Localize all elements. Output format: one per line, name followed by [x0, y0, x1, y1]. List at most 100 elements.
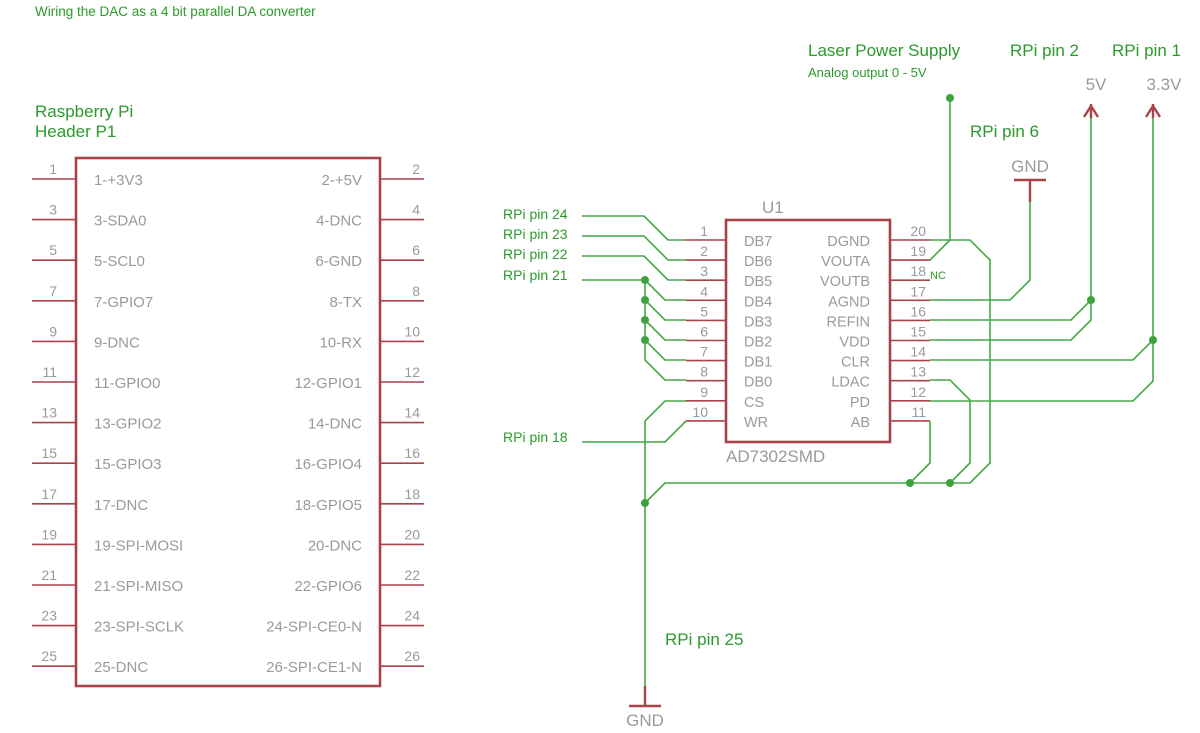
wire-rpi18-wr: [582, 420, 687, 443]
dac-pin-label: DB4: [744, 294, 772, 310]
dac-pin-number: 2: [700, 243, 708, 259]
rpi-pin-label: 12-GPIO1: [294, 375, 362, 392]
dac-pin-label: CLR: [841, 355, 870, 371]
rpi-pin-number: 19: [41, 526, 57, 542]
dac-pin-label: DB5: [744, 274, 772, 290]
rpi-pin-number: 21: [41, 567, 57, 583]
rpi-pin-label: 1-+3V3: [94, 172, 143, 189]
rpi-header-pins: 11-+3V333-SDA055-SCL077-GPIO799-DNC1111-…: [32, 161, 424, 676]
rpi-pin-label: 22-GPIO6: [294, 578, 362, 595]
dac-pin-label: LDAC: [831, 375, 870, 391]
junction-dot: [946, 479, 954, 487]
wire-ab-gnd: [909, 421, 931, 484]
rpi-pin-number: 15: [41, 445, 57, 461]
rpi-pin-label: 20-DNC: [308, 537, 362, 554]
net-label-rpi-pin-22: RPi pin 22: [503, 246, 568, 262]
dac-pin-number: 6: [700, 324, 708, 340]
wire-clr-3v3: [930, 339, 1154, 361]
schematic-title: Wiring the DAC as a 4 bit parallel DA co…: [35, 4, 316, 19]
rpi-pin-number: 1: [49, 161, 57, 177]
supply-5v-label: 5V: [1086, 75, 1107, 94]
dac-pin-label: CS: [744, 395, 764, 411]
nc-label: NC: [930, 270, 946, 282]
rpi-pin-label: 23-SPI-SCLK: [94, 619, 184, 636]
rpi-pin-label: 6-GND: [315, 253, 362, 270]
dac-pin-number: 16: [910, 303, 926, 319]
rpi-pin-label: 14-DNC: [308, 416, 362, 433]
rpi-pin-number: 14: [404, 405, 420, 421]
rpi-pin-number: 10: [404, 323, 420, 339]
junction-dot: [1149, 336, 1157, 344]
dac-pin-number: 13: [910, 364, 926, 380]
rpi-pin-number: 2: [412, 161, 420, 177]
rpi-pin-number: 6: [412, 242, 420, 258]
rpi-pin-number: 25: [41, 648, 57, 664]
rpi-pin-label: 15-GPIO3: [94, 456, 162, 473]
dac-pin-number: 15: [910, 324, 926, 340]
dac-pin-label: VDD: [839, 335, 870, 351]
dac-pin-number: 18: [910, 263, 926, 279]
wire-vouta-laser: [929, 98, 951, 261]
rpi-pin-label: 21-SPI-MISO: [94, 578, 183, 595]
arrow-up-icon: [1144, 103, 1162, 118]
net-label-rpi-pin-6: RPi pin 6: [970, 122, 1039, 141]
wire-cs-gnd: [644, 400, 686, 705]
dac-pin-label: REFIN: [827, 314, 871, 330]
wire-db4: [644, 279, 686, 301]
laser-output-terminal: [946, 94, 954, 102]
dac-pin-label: AGND: [828, 294, 870, 310]
wire-gnd-bus: [644, 239, 991, 504]
net-label-rpi-pin-1: RPi pin 1: [1112, 41, 1181, 60]
gnd-label-bottom: GND: [626, 711, 664, 730]
dac-pin-label: VOUTB: [820, 274, 870, 290]
rpi-pin-number: 20: [404, 526, 420, 542]
rpi-pin-number: 3: [49, 202, 57, 218]
net-label-rpi-pin-2: RPi pin 2: [1010, 41, 1079, 60]
rpi-pin-label: 13-GPIO2: [94, 416, 162, 433]
dac-pin-number: 17: [910, 283, 926, 299]
dac-pin-label: VOUTA: [821, 254, 870, 270]
rpi-pin-number: 8: [412, 283, 420, 299]
rpi-pin-number: 17: [41, 486, 57, 502]
gnd-symbol-top: [1014, 178, 1046, 202]
wire-pd-3v3: [930, 110, 1154, 402]
wire-refin-5v: [930, 299, 1092, 321]
dac-pin-number: 12: [910, 384, 926, 400]
dac-pin-label: DB6: [744, 254, 772, 270]
rpi-pin-label: 3-SDA0: [94, 213, 147, 230]
dac-pin-number: 20: [910, 223, 926, 239]
dac-part-name: AD7302SMD: [726, 447, 825, 466]
rpi-pin-number: 12: [404, 364, 420, 380]
rpi-pin-label: 25-DNC: [94, 659, 148, 676]
junction-dot: [641, 499, 649, 507]
wires-left: [582, 215, 991, 705]
dac-pin-label: WR: [744, 415, 768, 431]
dac-pin-number: 1: [700, 223, 708, 239]
gnd-label-top: GND: [1011, 157, 1049, 176]
rpi-pin-label: 16-GPIO4: [294, 456, 362, 473]
laser-supply-title: Laser Power Supply: [808, 41, 961, 60]
rpi-pin-label: 5-SCL0: [94, 253, 145, 270]
dac-pin-number: 7: [700, 344, 708, 360]
rpi-pin-number: 7: [49, 283, 57, 299]
net-label-rpi-pin-23: RPi pin 23: [503, 226, 568, 242]
wire-rpi22-db5: [582, 255, 686, 281]
rpi-pin-label: 26-SPI-CE1-N: [266, 659, 362, 676]
dac-pin-label: DGND: [827, 234, 870, 250]
junction-dot: [1087, 296, 1095, 304]
rpi-pin-label: 10-RX: [319, 334, 362, 351]
rpi-pin-label: 9-DNC: [94, 334, 140, 351]
dac-pin-label: PD: [850, 395, 870, 411]
dac-pin-number: 10: [692, 404, 708, 420]
header-title-line1: Raspberry Pi: [35, 102, 133, 121]
dac-pin-number: 4: [700, 283, 708, 299]
wire-ldac-gnd: [930, 379, 971, 484]
rpi-pin-number: 13: [41, 405, 57, 421]
junction-dot: [641, 316, 649, 324]
dac-pin-label: DB7: [744, 234, 772, 250]
rpi-pin-label: 18-GPIO5: [294, 497, 362, 514]
net-label-rpi-pin-25: RPi pin 25: [665, 630, 743, 649]
wire-rpi24-db7: [582, 215, 686, 241]
dac-pin-number: 19: [910, 243, 926, 259]
